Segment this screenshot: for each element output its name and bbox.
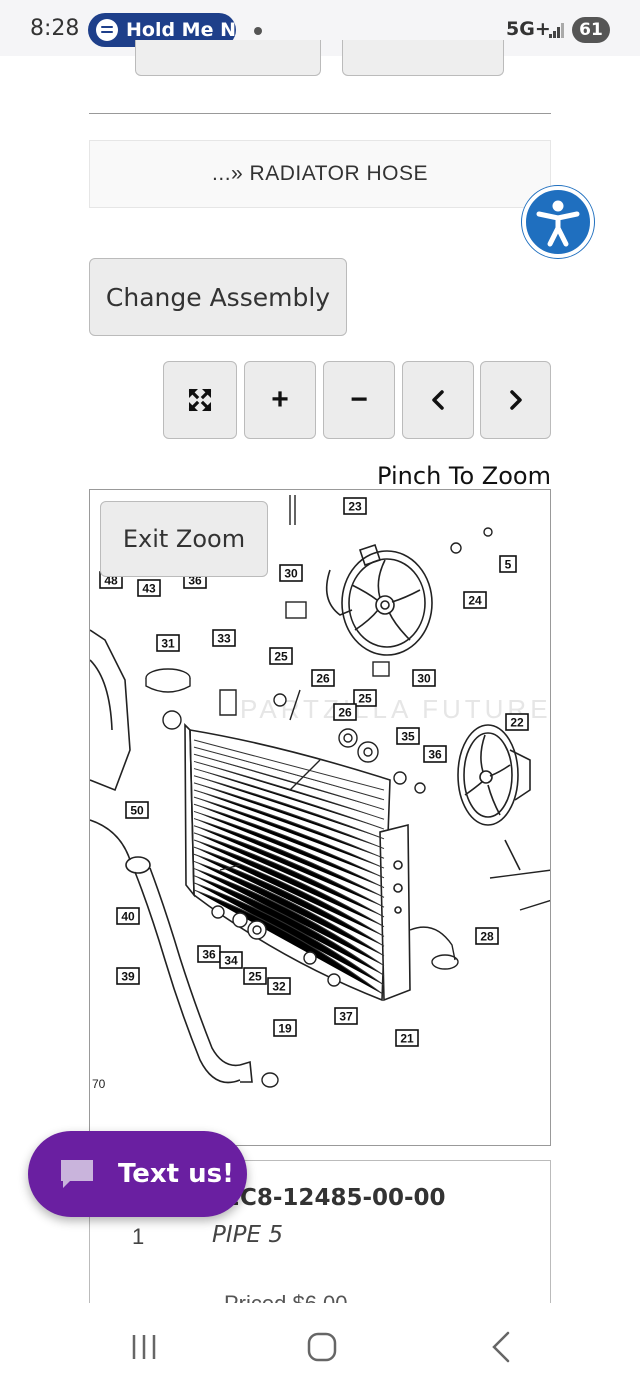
callout-box	[353, 689, 377, 707]
callout-label: 23	[348, 500, 362, 514]
callout-box	[412, 669, 436, 687]
breadcrumb-text: ...» RADIATOR HOSE	[212, 162, 428, 185]
spotify-icon	[96, 19, 118, 41]
callout-box	[243, 967, 267, 985]
accessibility-person-icon	[536, 200, 580, 247]
recent-apps-icon[interactable]	[122, 1325, 166, 1369]
callout-label: 26	[338, 706, 352, 720]
callout-box	[212, 629, 236, 647]
callout-box	[156, 634, 180, 652]
callout-label: 37	[339, 1010, 353, 1024]
callout-label: 30	[417, 672, 431, 686]
callout-label: 22	[510, 716, 524, 730]
callout-label: 31	[161, 637, 175, 651]
callout-label: 26	[316, 672, 330, 686]
callout-label: 43	[142, 582, 156, 596]
callout-box	[334, 1007, 358, 1025]
callout-label: 36	[428, 748, 442, 762]
status-time: 8:28	[30, 16, 80, 41]
callout-label: 34	[224, 954, 238, 968]
chevron-left-icon	[432, 390, 444, 410]
battery-level: 61	[572, 17, 610, 43]
diagram-edge-label: 70	[92, 1077, 106, 1091]
chevron-right-icon	[509, 390, 522, 410]
accessibility-button[interactable]	[522, 186, 594, 258]
callout-box	[125, 801, 149, 819]
callout-box	[137, 579, 161, 597]
callout-box	[116, 967, 140, 985]
part-quantity: 1	[132, 1224, 145, 1249]
part-price: Priced $6.00	[224, 1294, 348, 1304]
callout-label: 39	[121, 970, 135, 984]
callout-box	[396, 727, 420, 745]
radiator-exploded-diagram: PARTZILLA FUTURE	[90, 495, 551, 1091]
callout-box	[311, 669, 335, 687]
callout-label: 35	[401, 730, 415, 744]
signal-strength-icon	[549, 22, 567, 38]
callout-label: 33	[217, 632, 231, 646]
callout-label: 28	[480, 930, 494, 944]
callout-box	[505, 713, 529, 731]
callout-box	[395, 1029, 419, 1047]
callout-label: 25	[274, 650, 288, 664]
media-title: Hold Me No	[126, 19, 236, 41]
callout-label: 36	[188, 574, 202, 588]
callout-label: 36	[202, 948, 216, 962]
callout-label: 25	[358, 692, 372, 706]
callout-label: 5	[505, 558, 512, 572]
part-number[interactable]: 2C8-12485-00-00	[224, 1185, 446, 1211]
callout-label: 24	[468, 594, 482, 608]
callout-box	[273, 1019, 297, 1037]
callout-label: 30	[284, 567, 298, 581]
callout-label: 19	[278, 1022, 292, 1036]
callout-box	[343, 497, 367, 515]
callout-box	[499, 555, 517, 573]
zoom-in-button[interactable]: +	[244, 361, 316, 439]
callout-box	[475, 927, 499, 945]
system-navigation-bar	[0, 1303, 640, 1388]
exit-zoom-button[interactable]: Exit Zoom	[100, 501, 268, 577]
zoom-out-button[interactable]: −	[323, 361, 395, 439]
home-icon[interactable]	[300, 1325, 344, 1369]
callout-box	[219, 951, 243, 969]
chat-bubble-icon	[58, 1157, 96, 1191]
callout-label: 21	[400, 1032, 414, 1046]
change-assembly-button[interactable]: Change Assembly	[89, 258, 347, 336]
callout-box	[116, 907, 140, 925]
next-image-button[interactable]	[480, 361, 551, 439]
callout-box	[463, 591, 487, 609]
pinch-to-zoom-hint: Pinch To Zoom	[377, 462, 551, 490]
callout-box	[423, 745, 447, 763]
part-name: PIPE 5	[212, 1222, 283, 1248]
callout-box	[333, 703, 357, 721]
text-us-label: Text us!	[118, 1159, 235, 1189]
diagram-watermark: PARTZILLA FUTURE	[240, 694, 551, 724]
parts-diagram[interactable]: PARTZILLA FUTURE	[89, 489, 551, 1146]
callout-box	[269, 647, 293, 665]
section-divider	[89, 113, 551, 114]
callout-label: 32	[272, 980, 286, 994]
callout-box	[267, 977, 291, 995]
callout-label: 25	[248, 970, 262, 984]
previous-button-cutoff[interactable]	[135, 40, 321, 76]
network-type: 5G+	[506, 18, 551, 40]
breadcrumb[interactable]: ...» RADIATOR HOSE	[89, 140, 551, 208]
expand-arrows-icon	[188, 388, 212, 412]
notification-dot-icon	[254, 27, 262, 35]
callout-box	[279, 564, 303, 582]
callout-label: 48	[104, 574, 118, 588]
previous-image-button[interactable]	[402, 361, 474, 439]
fullscreen-button[interactable]	[163, 361, 237, 439]
back-icon[interactable]	[480, 1325, 524, 1369]
callout-label: 50	[130, 804, 144, 818]
text-us-chat-button[interactable]: Text us!	[28, 1131, 247, 1217]
next-button-cutoff[interactable]	[342, 40, 504, 76]
callout-label: 40	[121, 910, 135, 924]
